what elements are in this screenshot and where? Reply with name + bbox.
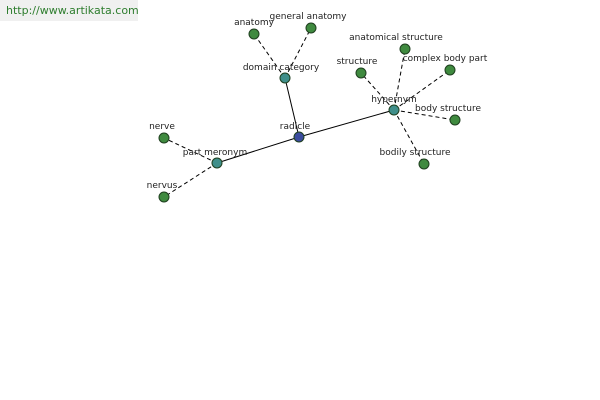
- node-body-structure[interactable]: body structure: [415, 104, 481, 126]
- node-label-complex-body-part[interactable]: complex body part: [403, 54, 488, 64]
- node-anatomy[interactable]: anatomy: [234, 18, 275, 40]
- node-dot-nervus[interactable]: [158, 191, 170, 203]
- node-label-nervus[interactable]: nervus: [147, 181, 178, 191]
- node-dot-radicle[interactable]: [293, 131, 305, 143]
- edge-hypernym-to-bodily-structure: [393, 109, 425, 165]
- edge-radicle-to-part-meronym: [216, 136, 300, 164]
- node-label-anatomical-structure[interactable]: anatomical structure: [349, 33, 443, 43]
- edge-hypernym-to-complex-body-part: [393, 69, 451, 111]
- node-dot-nerve[interactable]: [158, 132, 170, 144]
- node-dot-general-anatomy[interactable]: [305, 22, 317, 34]
- node-general-anatomy[interactable]: general anatomy: [270, 12, 348, 34]
- node-label-radicle[interactable]: radicle: [280, 122, 311, 132]
- edge-domain-category-to-general-anatomy: [284, 27, 312, 79]
- node-label-body-structure[interactable]: body structure: [415, 104, 481, 114]
- edge-hypernym-to-body-structure: [393, 109, 456, 121]
- node-label-hypernym[interactable]: hypernym: [371, 95, 417, 105]
- edge-hypernym-to-structure: [360, 72, 395, 111]
- graph-nodes: radicle domain category hypernym part meron…: [147, 12, 488, 203]
- node-bodily-structure[interactable]: bodily structure: [380, 148, 451, 170]
- node-domain-category[interactable]: domain category: [243, 63, 320, 84]
- node-radicle[interactable]: radicle: [280, 122, 311, 143]
- edge-radicle-to-hypernym: [298, 109, 395, 138]
- watermark-link[interactable]: http://www.artikata.com: [6, 4, 139, 17]
- node-dot-structure[interactable]: [355, 67, 367, 79]
- node-dot-part-meronym[interactable]: [211, 157, 223, 169]
- node-label-nerve[interactable]: nerve: [149, 122, 175, 132]
- edge-domain-category-to-anatomy: [253, 33, 286, 79]
- node-hypernym[interactable]: hypernym: [371, 95, 417, 116]
- node-complex-body-part[interactable]: complex body part: [403, 54, 488, 76]
- edge-part-meronym-to-nerve: [163, 137, 218, 164]
- node-dot-hypernym[interactable]: [388, 104, 400, 116]
- edge-part-meronym-to-nervus: [163, 162, 218, 198]
- node-dot-complex-body-part[interactable]: [444, 64, 456, 76]
- node-label-structure[interactable]: structure: [337, 57, 378, 67]
- graph-edges: [163, 27, 456, 198]
- node-dot-domain-category[interactable]: [279, 72, 291, 84]
- node-structure[interactable]: structure: [337, 57, 378, 79]
- edge-hypernym-to-anatomical-structure: [393, 48, 406, 111]
- node-label-part-meronym[interactable]: part meronym: [183, 148, 247, 158]
- node-part-meronym[interactable]: part meronym: [183, 148, 247, 169]
- node-anatomical-structure[interactable]: anatomical structure: [349, 33, 443, 55]
- edge-radicle-to-domain-category: [284, 77, 300, 138]
- node-label-anatomy[interactable]: anatomy: [234, 18, 275, 28]
- node-dot-anatomical-structure[interactable]: [399, 43, 411, 55]
- node-dot-bodily-structure[interactable]: [418, 158, 430, 170]
- node-label-domain-category[interactable]: domain category: [243, 63, 320, 73]
- node-nerve[interactable]: nerve: [149, 122, 175, 144]
- node-dot-body-structure[interactable]: [449, 114, 461, 126]
- node-dot-anatomy[interactable]: [248, 28, 260, 40]
- node-label-bodily-structure[interactable]: bodily structure: [380, 148, 451, 158]
- node-nervus[interactable]: nervus: [147, 181, 178, 203]
- node-label-general-anatomy[interactable]: general anatomy: [270, 12, 348, 22]
- watermark-banner: http://www.artikata.com: [0, 0, 139, 21]
